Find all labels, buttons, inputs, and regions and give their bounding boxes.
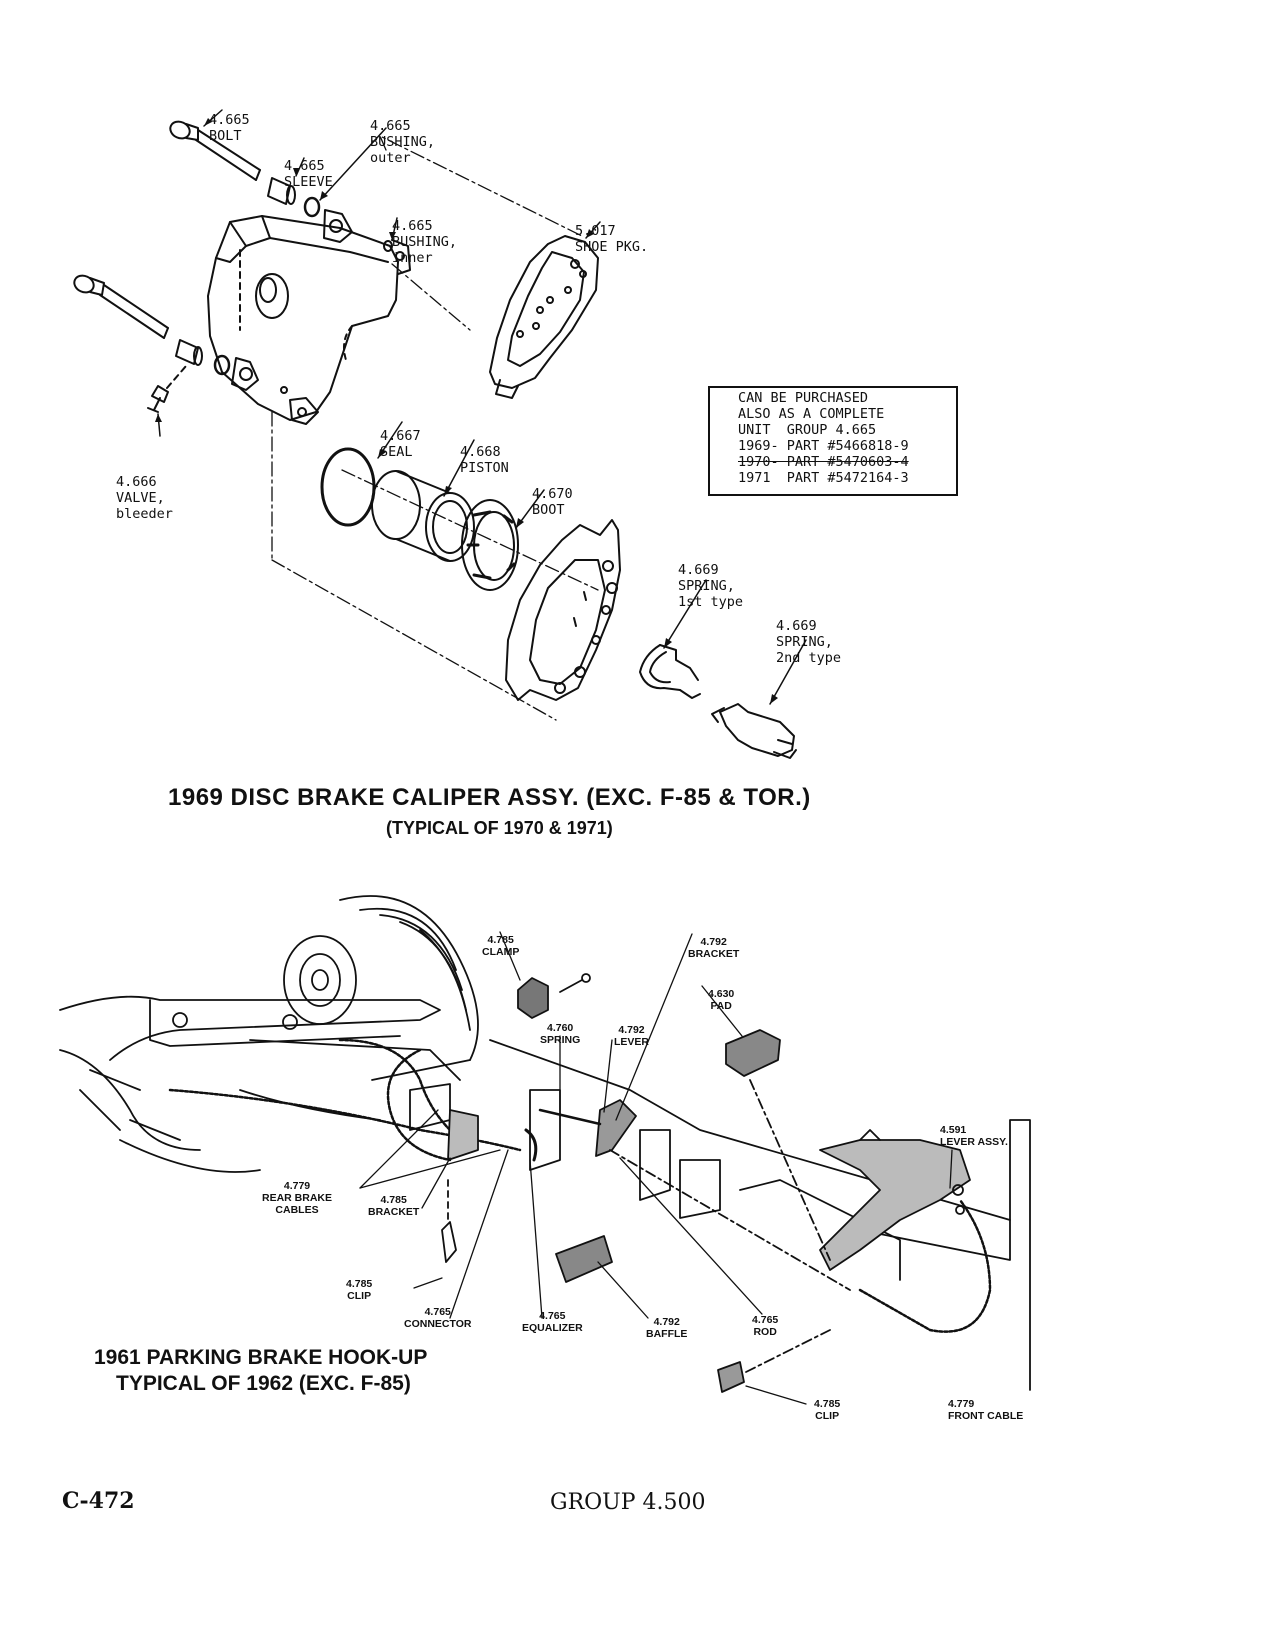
- caliper-diagram-subtitle: (TYPICAL OF 1970 & 1971): [386, 818, 613, 838]
- clip-left-drawing: [441, 1221, 457, 1263]
- purchase-note-box: CAN BE PURCHASED ALSO AS A COMPLETE UNIT…: [708, 386, 958, 496]
- rear-cable-drawing: [338, 1038, 452, 1132]
- rod-drawing: [609, 1149, 851, 1291]
- pedal-pad-drawing: [725, 1029, 781, 1077]
- group-number: GROUP 4.500: [550, 1490, 706, 1515]
- frame-drawing: [59, 995, 461, 1173]
- note-line: UNIT GROUP 4.665: [738, 422, 877, 438]
- tire-drawing: [339, 895, 479, 1081]
- connector-drawing: [524, 1128, 538, 1162]
- brake-drum-drawing: [283, 935, 357, 1025]
- spring-1st-type-drawing: [639, 644, 701, 699]
- page-code: C-472: [62, 1488, 135, 1514]
- spring-drawing: [538, 1108, 602, 1126]
- lower-bolt-drawing: [73, 274, 169, 339]
- front-cable-drawing: [858, 1198, 992, 1333]
- boot-drawing: [461, 499, 519, 591]
- sleeve-drawing: [175, 177, 296, 366]
- bleeder-valve-drawing: [147, 365, 187, 413]
- parking-diagram-title-line2: TYPICAL OF 1962 (EXC. F-85): [116, 1372, 411, 1395]
- note-struck-line: 1970- PART #5470603-4: [738, 454, 909, 470]
- lever-drawing: [595, 1099, 637, 1157]
- seal-ring-drawing: [320, 447, 376, 527]
- spring-2nd-type-drawing: [711, 703, 797, 759]
- note-line: ALSO AS A COMPLETE: [738, 406, 885, 422]
- shoe-pad-lower-drawing: [505, 519, 621, 701]
- caliper-diagram-title: 1969 DISC BRAKE CALIPER ASSY. (EXC. F-85…: [168, 784, 811, 811]
- upper-bolt-drawing: [169, 120, 261, 181]
- parking-diagram-title-line1: 1961 PARKING BRAKE HOOK-UP: [94, 1346, 428, 1369]
- note-line: 1971 PART #5472164-3: [738, 470, 909, 486]
- caliper-body-drawing: [207, 209, 411, 425]
- equalizer-drawing: [555, 1235, 613, 1283]
- note-line: CAN BE PURCHASED: [738, 390, 869, 406]
- note-line: 1969- PART #5466818-9: [738, 438, 909, 454]
- shoe-pad-upper-drawing: [489, 235, 599, 399]
- clamp-drawing: [517, 973, 591, 1019]
- clip-right-drawing: [717, 1361, 745, 1393]
- piston-drawing: [371, 470, 475, 562]
- lever-assy-drawing: [819, 1129, 971, 1271]
- parking-leader-lines: [359, 931, 953, 1405]
